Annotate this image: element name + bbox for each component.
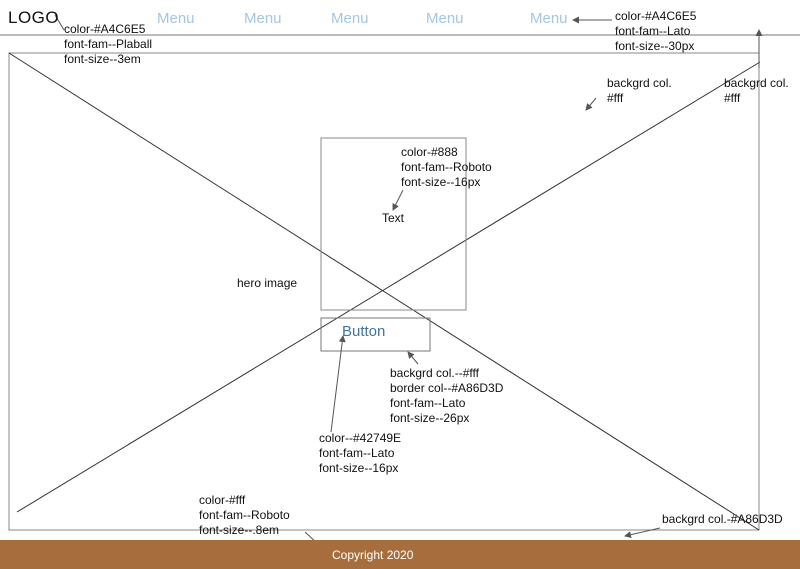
outer-bg-note: backgrd col. #fff — [724, 76, 789, 106]
outer-bg-note-line-2: #fff — [724, 91, 741, 105]
footer-bg-note-arrow — [624, 527, 661, 539]
button-box-specs-note: backgrd col.--#fff border col--#A86D3D f… — [390, 366, 503, 426]
menu-spec-size: font-size--30px — [615, 39, 695, 53]
text-note-arrow — [392, 189, 404, 211]
button-box-spec-size: font-size--26px — [390, 411, 470, 425]
text-spec-color: color-#888 — [401, 145, 458, 159]
menu-item-4[interactable]: Menu — [426, 10, 464, 27]
button-text-spec-font: font-fam--Lato — [319, 446, 395, 460]
hero-button[interactable]: Button — [342, 323, 386, 340]
hero-bg-note: backgrd col. #fff — [607, 76, 672, 106]
menu-item-2[interactable]: Menu — [244, 10, 282, 27]
button-text-specs-note: color--#42749E font-fam--Lato font-size-… — [319, 431, 401, 476]
menu-specs-note: color-#A4C6E5 font-fam--Lato font-size--… — [615, 9, 696, 54]
menu-spec-font: font-fam--Lato — [615, 24, 691, 38]
menu-spec-color: color-#A4C6E5 — [615, 9, 697, 23]
hero-frame — [8, 52, 760, 531]
button-box-spec-border: border col--#A86D3D — [390, 381, 504, 395]
hero-image-label: hero image — [237, 276, 298, 290]
text-spec-font: font-fam--Roboto — [401, 160, 492, 174]
menu-item-5[interactable]: Menu — [530, 10, 568, 27]
footer-text-spec-color: color-#fff — [199, 493, 246, 507]
button-box-note-arrow — [407, 351, 419, 365]
logo-note-arrow — [54, 14, 65, 31]
footer-copyright: Copyright 2020 — [332, 548, 414, 562]
logo-spec-color: color-#A4C6E5 — [64, 22, 146, 36]
text-spec-size: font-size--16px — [401, 175, 481, 189]
logo-spec-size: font-size--3em — [64, 52, 141, 66]
logo[interactable]: LOGO — [8, 8, 60, 27]
footer-bg-note: backgrd col.-#A86D3D — [662, 512, 783, 526]
button-text-note-arrow — [330, 335, 346, 433]
hero-text: Text — [382, 211, 405, 225]
button-box-spec-font: font-fam--Lato — [390, 396, 466, 410]
menu-item-3[interactable]: Menu — [331, 10, 369, 27]
hero-cross-line-1 — [8, 52, 760, 531]
hero-cross-line-2 — [16, 61, 761, 513]
hero-bg-note-line-2: #fff — [607, 91, 624, 105]
outer-bg-note-line-1: backgrd col. — [724, 76, 789, 90]
hero-bg-note-arrow — [585, 97, 597, 111]
logo-spec-font: font-fam--Plaball — [64, 37, 153, 51]
button-box-spec-bg: backgrd col.--#fff — [390, 366, 479, 380]
text-specs-note: color-#888 font-fam--Roboto font-size--1… — [401, 145, 492, 190]
hero-bg-note-line-1: backgrd col. — [607, 76, 672, 90]
button-text-spec-color: color--#42749E — [319, 431, 402, 445]
button-text-spec-size: font-size--16px — [319, 461, 399, 475]
footer-text-spec-font: font-fam--Roboto — [199, 508, 290, 522]
menu-item-1[interactable]: Menu — [157, 10, 195, 27]
footer-text-specs-note: color-#fff font-fam--Roboto font-size--.… — [199, 493, 290, 538]
text-block-frame — [320, 137, 467, 311]
logo-specs-note: color-#A4C6E5 font-fam--Plaball font-siz… — [64, 22, 152, 67]
footer — [0, 540, 800, 569]
footer-text-spec-size: font-size--.8em — [199, 523, 280, 537]
button-frame — [320, 317, 431, 352]
